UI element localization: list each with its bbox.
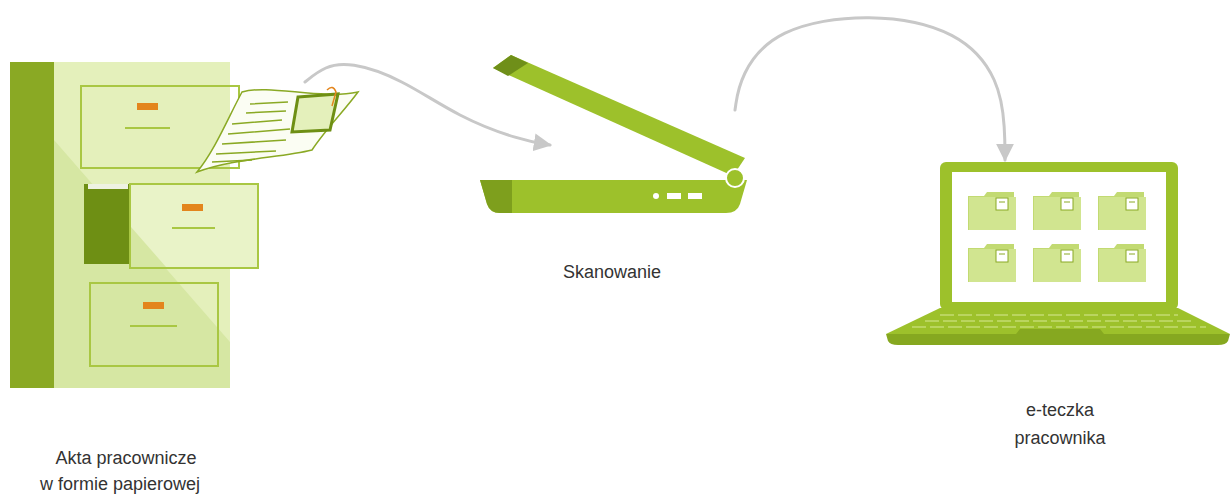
illustration-node: e-teczka pracownika (885, 160, 1228, 455)
filing-cabinet (10, 62, 258, 388)
flow-arrow (735, 18, 1005, 160)
illustration-node: Skanowanie (550, 50, 735, 300)
laptop (886, 162, 1230, 345)
paper-sheet (197, 87, 358, 172)
node-label: e-teczka pracownika (1000, 396, 1120, 452)
node-label: Skanowanie (562, 258, 663, 286)
illustration-node: Akta pracownicze w formie papierowej (10, 62, 305, 497)
flow-arrow (305, 64, 550, 145)
node-label: Akta pracownicze w formie papierowej (37, 445, 203, 497)
scanner (480, 55, 747, 213)
